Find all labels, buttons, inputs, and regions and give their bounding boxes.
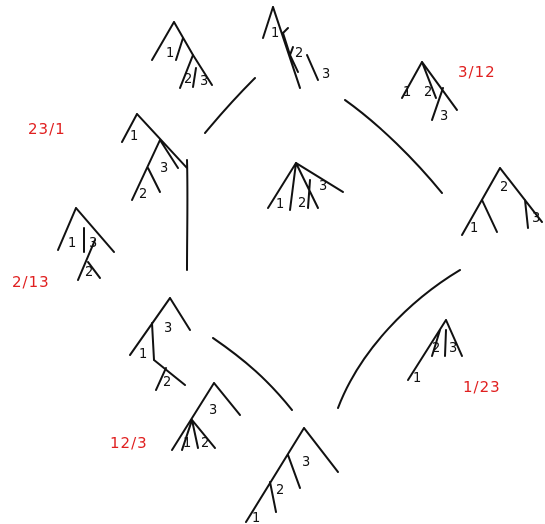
label-23-1: 23/1 (28, 120, 66, 138)
leaf-label: 3 (89, 236, 97, 251)
leaf-label: 2 (85, 265, 93, 280)
leaf-label: 2 (298, 196, 306, 211)
red-labels: 23/1 3/12 2/13 12/3 1/23 (12, 63, 501, 452)
label-2-13: 2/13 (12, 273, 50, 291)
leaf-label: 2 (500, 180, 508, 195)
tree-lower-left: 3 1 2 (129, 297, 191, 391)
label-12-3: 12/3 (110, 434, 148, 452)
leaf-label: 2 (276, 483, 284, 498)
leaf-label: 1 (252, 511, 260, 524)
leaf-label: 1 (139, 347, 147, 362)
leaf-label: 2 (139, 187, 147, 202)
leaf-label: 3 (164, 321, 172, 336)
leaf-label: 1 (276, 197, 284, 212)
label-1-23: 1/23 (463, 378, 501, 396)
tree-far-left: 1 3 2 (57, 207, 115, 281)
leaf-label: 3 (449, 341, 457, 356)
label-3-12: 3/12 (458, 63, 496, 81)
tree-upper-right: 1 2 3 (401, 61, 458, 124)
leaf-label: 1 (68, 236, 76, 251)
tree-lower-right: 1 2 3 (407, 319, 463, 386)
leaf-label: 1 (130, 129, 138, 144)
tree-right: 1 2 3 (461, 167, 543, 236)
edge-top-left (204, 77, 256, 134)
leaf-label: 3 (160, 161, 168, 176)
leaf-label: 2 (432, 341, 440, 356)
leaf-label: 2 (295, 46, 303, 61)
leaf-label: 1 (470, 221, 478, 236)
lattice-edges (186, 77, 461, 411)
edge-top-right (344, 99, 443, 194)
leaf-label: 2 (163, 375, 171, 390)
tree-top: 1 2 3 (262, 6, 330, 89)
leaf-label: 3 (200, 74, 208, 89)
leaf-label: 1 (166, 46, 174, 61)
edge-right-lower (337, 269, 461, 409)
leaf-label: 2 (424, 85, 432, 100)
leaf-label: 3 (302, 455, 310, 470)
tree-bottom: 1 2 3 (245, 427, 339, 524)
leaf-label: 1 (271, 26, 279, 41)
tree-left: 1 3 2 (121, 113, 188, 202)
leaf-label: 1 (183, 436, 191, 451)
leaf-label: 3 (440, 109, 448, 124)
edge-lowleft-bottom (212, 337, 293, 411)
leaf-label: 1 (413, 371, 421, 386)
tree-upper-left: 1 2 3 (151, 21, 213, 89)
leaf-label: 3 (319, 179, 327, 194)
leaf-label: 3 (209, 403, 217, 418)
leaf-label: 3 (532, 211, 540, 226)
leaf-label: 2 (184, 72, 192, 87)
leaf-label: 2 (201, 436, 209, 451)
tree-12-3: 1 2 3 (171, 382, 241, 451)
leaf-label: 1 (403, 85, 411, 100)
leaf-label: 3 (322, 67, 330, 82)
tree-middle: 1 2 3 (267, 162, 344, 212)
